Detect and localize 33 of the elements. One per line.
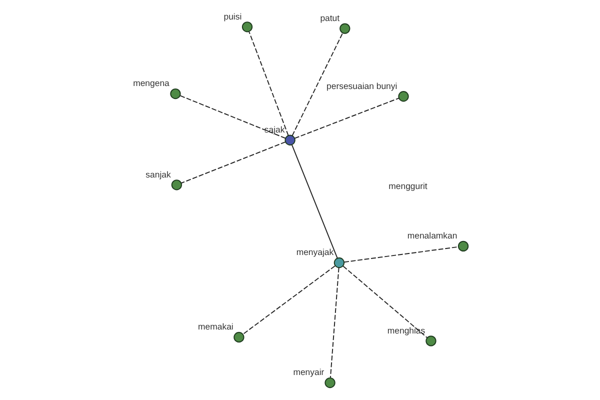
node-label: memakai [198, 322, 234, 332]
node-label: menyajak [296, 247, 334, 258]
node-circle [170, 88, 181, 100]
node-circle [242, 22, 253, 32]
connector [344, 246, 459, 263]
connector [248, 31, 289, 136]
connector [291, 144, 338, 259]
node-label: patut [320, 12, 340, 23]
node-circle [398, 91, 409, 102]
node-label: mengena [133, 78, 170, 88]
node-label: sajak [264, 124, 285, 135]
node-label: menalamkan [407, 230, 458, 241]
node-label: menyair [293, 367, 324, 378]
connector [294, 98, 400, 139]
connector [242, 265, 336, 335]
node-label: sanjak [146, 169, 171, 180]
node-label: puisi [224, 11, 242, 22]
node-circle [458, 240, 469, 252]
node-circle [426, 336, 436, 346]
connector [180, 141, 286, 184]
node-circle [340, 23, 350, 34]
node-circle [324, 377, 336, 388]
connector [180, 95, 286, 139]
node-circle [334, 257, 345, 268]
node-label: menghias [387, 325, 426, 336]
node-circle [171, 180, 182, 190]
node-label: persesuaian bunyi [326, 80, 398, 91]
connector [292, 32, 344, 136]
node-circle [284, 134, 296, 146]
node-circle [234, 332, 244, 343]
connector [330, 267, 340, 378]
label: menggurit [388, 181, 428, 192]
connector [342, 266, 428, 338]
